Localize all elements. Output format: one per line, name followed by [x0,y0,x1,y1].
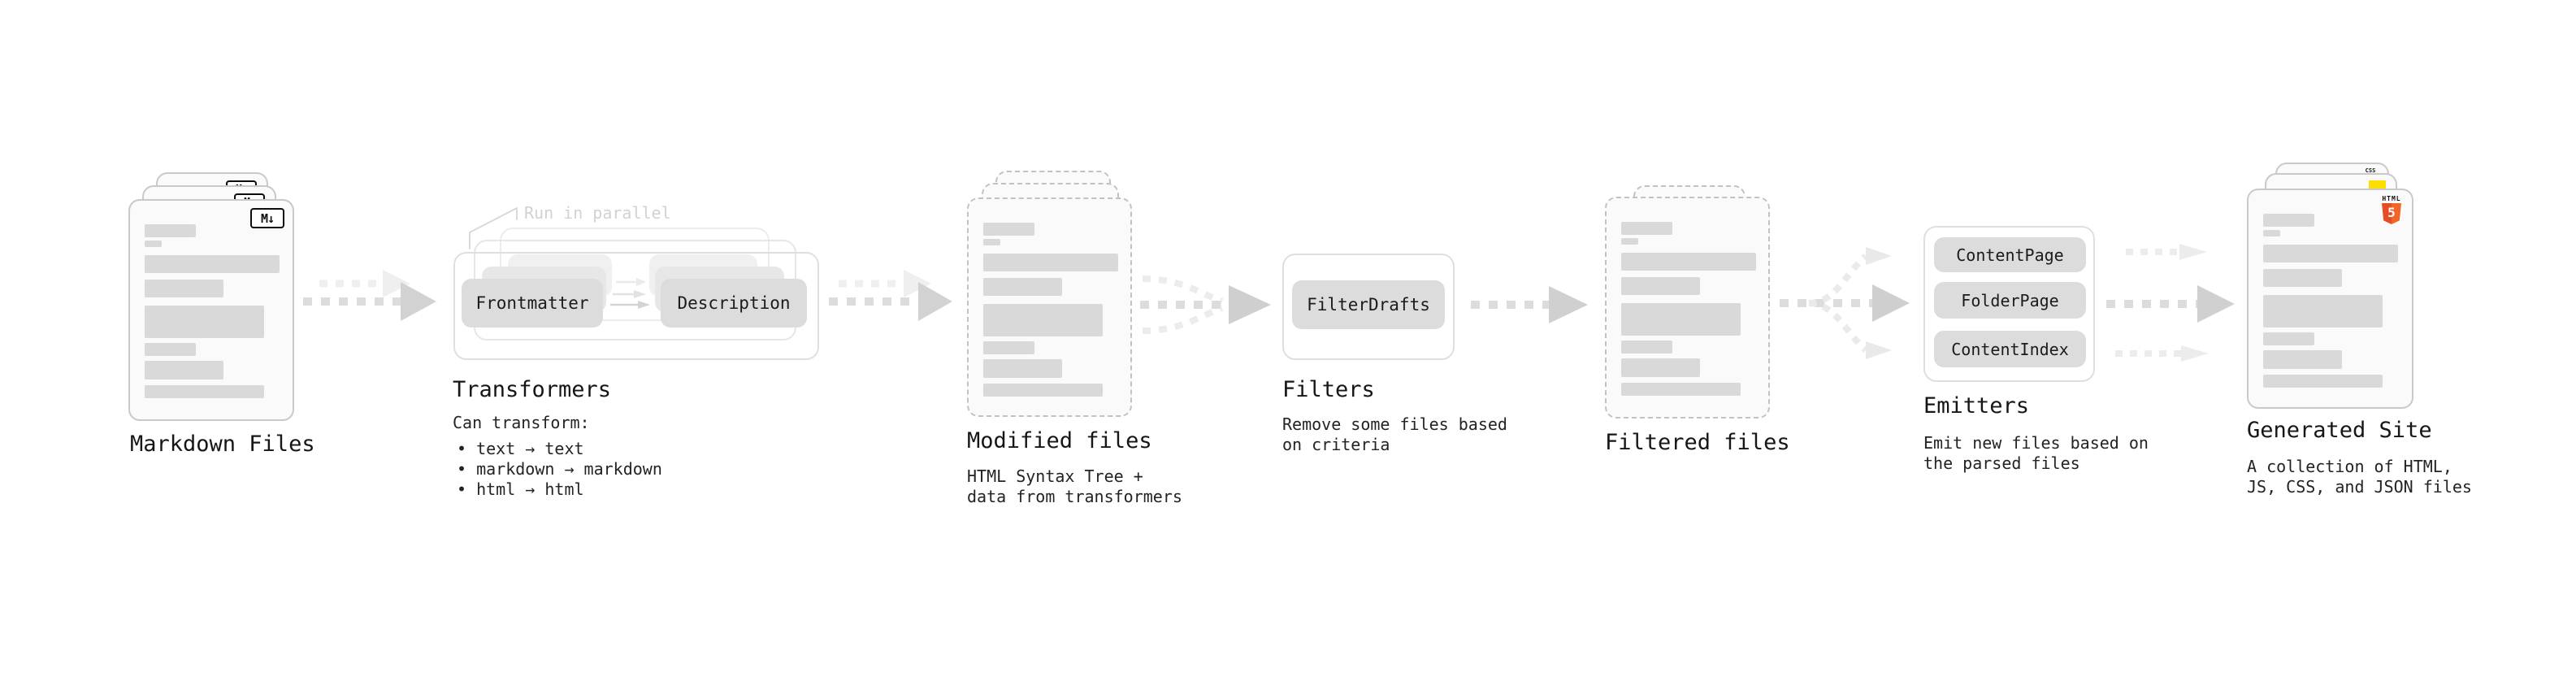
pill-to-pill-arrows [610,278,650,309]
text-line-placeholder [1621,383,1741,396]
annotation-callout-line [469,207,518,249]
html5-icon-word: HTML [2382,195,2401,202]
text-line-placeholder [2263,245,2398,262]
generated-site-desc: A collection of HTML, JS, CSS, and JSON … [2247,457,2472,497]
desc-line: the parsed files [1923,453,2080,473]
desc-line: Remove some files based [1282,414,1507,434]
folderpage-pill: FolderPage [1934,282,2086,319]
desc-line: A collection of HTML, [2247,457,2452,476]
generated-site-stack: CSS HTML 5 [2247,163,2418,410]
js-icon [2369,180,2386,189]
modified-files-stack [967,171,1138,423]
markdown-files-stack: M↓ M↓ M↓ [128,172,299,424]
bullet-line: • text → text [457,439,584,458]
filtered-files-stack [1605,185,1776,425]
text-line-placeholder [983,223,1034,236]
desc-line: HTML Syntax Tree + [967,466,1143,486]
text-line-placeholder [983,239,1000,245]
text-line-placeholder [1621,340,1672,354]
text-line-placeholder [1621,222,1672,235]
flow-arrow-filtered-to-emitters [1780,247,1910,359]
flow-arrow-markdown-to-transformers [303,270,436,321]
text-line-placeholder [2263,214,2314,227]
text-line-placeholder [2263,332,2314,345]
flow-arrow-modified-to-filters [1140,275,1271,334]
emitters-label: Emitters [1923,393,2030,419]
transformer-box-front [453,252,819,360]
text-line-placeholder [2263,230,2280,236]
text-line-placeholder [145,224,196,237]
markdown-icon-glyph: M↓ [260,210,275,226]
file-card-front [967,197,1132,417]
text-line-placeholder [1621,277,1700,295]
desc-line: on criteria [1282,435,1390,454]
text-line-placeholder [983,384,1103,397]
text-line-placeholder [145,255,280,273]
text-line-placeholder [983,359,1062,378]
emitters-desc: Emit new files based on the parsed files [1923,433,2149,474]
file-card-front: HTML 5 [2247,189,2413,409]
parallel-annotation: Run in parallel [524,203,671,223]
filters-desc: Remove some files based on criteria [1282,414,1507,455]
description-pill: Description [661,279,807,327]
flow-arrow-transformers-to-modified [829,270,952,321]
file-card-front [1605,197,1770,419]
transformers-bullets: • text → text • markdown → markdown • ht… [457,439,662,500]
html5-icon: HTML 5 [2381,195,2402,224]
transformers-desc-title: Can transform: [453,413,590,432]
text-line-placeholder [145,361,223,380]
text-line-placeholder [145,343,196,356]
desc-line: JS, CSS, and JSON files [2247,477,2472,497]
text-line-placeholder [145,280,223,297]
html5-icon-shield: 5 [2382,203,2401,224]
filters-label: Filters [1282,377,1375,402]
transformers-label: Transformers [453,377,612,402]
text-line-placeholder [2263,269,2342,287]
file-card-front: M↓ [128,199,294,421]
modified-files-desc: HTML Syntax Tree + data from transformer… [967,466,1182,507]
flow-arrow-filters-to-filtered [1471,286,1588,323]
text-line-placeholder [983,278,1062,296]
css-icon-word: CSS [2365,167,2376,174]
filterdrafts-pill: FilterDrafts [1292,280,1445,329]
html5-icon-number: 5 [2387,205,2396,220]
text-line-placeholder [145,241,162,247]
desc-line: data from transformers [967,487,1182,506]
generated-site-label: Generated Site [2247,418,2432,443]
contentindex-pill: ContentIndex [1934,331,2086,367]
text-line-placeholder [2263,295,2383,327]
text-line-placeholder [1621,238,1638,245]
text-line-placeholder [1621,358,1700,377]
modified-files-label: Modified files [967,428,1152,453]
text-line-placeholder [1621,253,1756,271]
text-line-placeholder [145,306,264,338]
text-line-placeholder [983,304,1103,336]
flow-arrow-emitters-to-site [2106,244,2235,362]
text-line-placeholder [2263,375,2383,388]
markdown-icon: M↓ [250,208,284,228]
desc-line: Emit new files based on [1923,433,2149,453]
text-line-placeholder [983,254,1118,271]
filtered-files-label: Filtered files [1605,430,1790,455]
text-line-placeholder [1621,303,1741,336]
bullet-line: • markdown → markdown [457,459,662,479]
text-line-placeholder [2263,350,2342,369]
markdown-files-label: Markdown Files [130,432,315,457]
contentpage-pill: ContentPage [1934,237,2086,272]
text-line-placeholder [983,341,1034,354]
text-line-placeholder [145,385,264,398]
frontmatter-pill: Frontmatter [462,279,603,327]
bullet-line: • html → html [457,479,584,499]
